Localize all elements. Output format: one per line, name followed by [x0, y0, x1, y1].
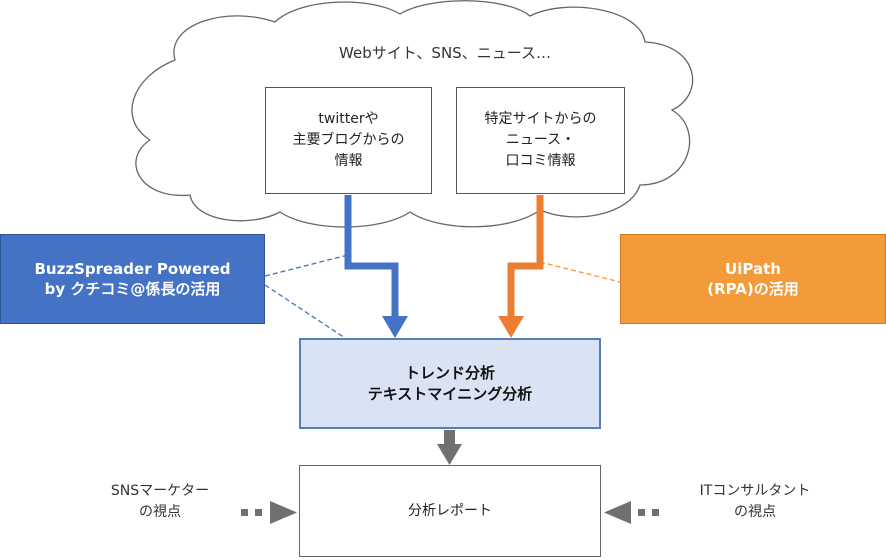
right-dotted-arrowhead — [604, 501, 631, 524]
left-dotted-arrow-dot-2 — [255, 509, 262, 516]
it-consultant-line-2: の視点 — [734, 504, 776, 520]
blue-dashed-connector-upper — [264, 254, 349, 277]
left-dotted-arrow-dot-1 — [241, 509, 248, 516]
orange-flow-arrowhead — [498, 316, 524, 338]
left-dotted-arrowhead — [270, 501, 297, 524]
it-consultant-line-1: ITコンサルタント — [699, 483, 811, 499]
buzzspreader-line-1: BuzzSpreader Powered — [34, 259, 231, 278]
sns-marketer-line-2: の視点 — [139, 504, 181, 520]
analysis-line-1: トレンド分析 — [404, 363, 495, 382]
blue-flow-arrow-line — [344, 195, 399, 318]
source-box-news-reviews: 特定サイトからの ニュース・ 口コミ情報 — [456, 87, 625, 194]
source-box-twitter-blogs: twitterや 主要ブログからの 情報 — [265, 87, 432, 194]
buzzspreader-tool-box: BuzzSpreader Powered by クチコミ@係長の活用 — [0, 234, 265, 324]
analysis-line-2: テキストマイニング分析 — [367, 384, 533, 403]
orange-flow-arrow-line — [507, 195, 544, 318]
report-label: 分析レポート — [408, 502, 492, 519]
source-twitter-line-3: 情報 — [334, 153, 363, 169]
source-twitter-line-1: twitterや — [318, 111, 379, 127]
cloud-label: Webサイト、SNS、ニュース… — [339, 44, 551, 62]
it-consultant-perspective: ITコンサルタント の視点 — [670, 481, 840, 523]
source-news-line-1: 特定サイトからの — [484, 111, 597, 127]
uipath-line-1: UiPath — [725, 259, 781, 278]
blue-flow-arrowhead — [382, 316, 408, 338]
analysis-box: トレンド分析 テキストマイニング分析 — [299, 338, 601, 429]
analysis-report-box: 分析レポート — [299, 465, 601, 557]
right-dotted-arrow-dot-2 — [652, 509, 659, 516]
gray-down-arrowhead — [437, 444, 462, 465]
uipath-line-2: (RPA)の活用 — [707, 280, 799, 298]
sns-marketer-line-1: SNSマーケター — [110, 483, 210, 499]
right-dotted-arrow-dot-1 — [638, 509, 645, 516]
buzzspreader-line-2: by クチコミ@係長の活用 — [44, 280, 221, 298]
uipath-tool-box: UiPath (RPA)の活用 — [620, 234, 886, 324]
source-news-line-2: ニュース・ — [505, 132, 576, 148]
source-twitter-line-2: 主要ブログからの — [292, 132, 405, 148]
orange-dashed-connector — [539, 261, 621, 283]
gray-down-arrow-shaft — [444, 430, 455, 446]
source-news-line-3: 口コミ情報 — [505, 153, 576, 169]
blue-dashed-connector-lower — [264, 284, 346, 339]
sns-marketer-perspective: SNSマーケター の視点 — [80, 481, 240, 523]
